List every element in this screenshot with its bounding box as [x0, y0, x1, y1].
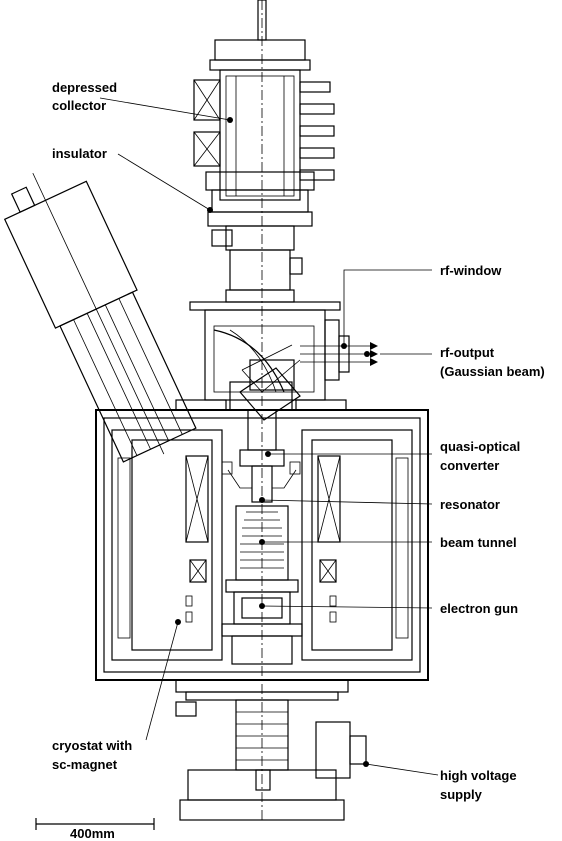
collector-assembly	[189, 0, 341, 311]
label-beam-tunnel: beam tunnel	[440, 535, 517, 550]
scale-bar-label: 400mm	[70, 826, 115, 841]
label-quasi-optical-2: converter	[440, 458, 499, 473]
label-rf-output-2: (Gaussian beam)	[440, 364, 545, 379]
label-insulator: insulator	[52, 146, 107, 161]
label-resonator: resonator	[440, 497, 500, 512]
label-rf-window: rf-window	[440, 263, 502, 278]
label-electron-gun: electron gun	[440, 601, 518, 616]
label-depressed-collector-1: depressed	[52, 80, 117, 95]
label-cryostat-1: cryostat with	[52, 738, 132, 753]
scale-bar: 400mm	[35, 818, 155, 841]
cavity-section	[221, 409, 303, 665]
label-cryostat-2: sc-magnet	[52, 757, 118, 772]
leader-lines	[99, 97, 439, 776]
label-rf-output-1: rf-output	[440, 345, 495, 360]
label-hv-supply-1: high voltage	[440, 768, 517, 783]
cryostat-magnet	[95, 381, 429, 681]
bottom-assembly	[175, 679, 367, 821]
label-hv-supply-2: supply	[440, 787, 483, 802]
tilted-tube	[3, 172, 197, 463]
labels: depressed collector insulator rf-window …	[52, 80, 545, 802]
label-depressed-collector-2: collector	[52, 98, 106, 113]
label-quasi-optical-1: quasi-optical	[440, 439, 520, 454]
